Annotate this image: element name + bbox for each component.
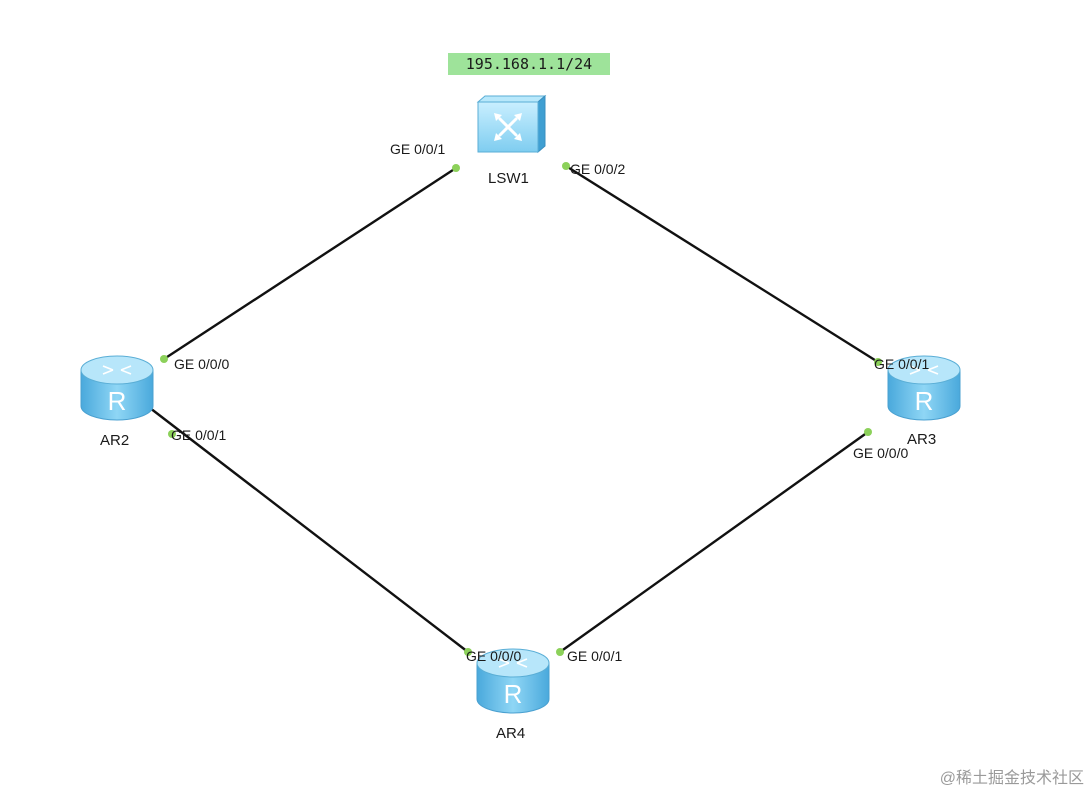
port-label-lsw1-ge002: GE 0/0/2	[570, 161, 626, 177]
link-ar3-ar4[interactable]	[559, 431, 869, 653]
router-icon[interactable]: R	[476, 648, 550, 714]
ip-address-label: 195.168.1.1/24	[448, 53, 610, 75]
router-icon[interactable]: R	[80, 355, 154, 421]
watermark: @稀土掘金技术社区	[939, 770, 1084, 787]
link-ar2-ar4[interactable]	[149, 407, 469, 653]
svg-text:R: R	[504, 679, 523, 709]
port-label-ar4-ge001: GE 0/0/1	[567, 648, 623, 664]
switch-icon[interactable]	[476, 94, 547, 154]
port-dot	[160, 355, 168, 363]
device-label-ar3: AR3	[907, 431, 937, 448]
port-dot	[464, 648, 472, 656]
port-label-ar3-ge000: GE 0/0/0	[853, 445, 909, 461]
link-lsw1-ar3[interactable]	[565, 164, 879, 364]
port-label-ar3-ge001: GE 0/0/1	[874, 356, 930, 372]
device-label-ar4: AR4	[496, 725, 526, 742]
device-label-ar2: AR2	[100, 432, 130, 449]
port-dot	[452, 164, 460, 172]
link-lsw1-ar2[interactable]	[163, 166, 457, 361]
port-dot	[864, 428, 872, 436]
svg-text:R: R	[108, 386, 127, 416]
svg-text:R: R	[915, 386, 934, 416]
port-label-ar2-ge001: GE 0/0/1	[171, 427, 227, 443]
port-label-ar4-ge000: GE 0/0/0	[466, 648, 522, 664]
port-dot	[874, 358, 882, 366]
router-icon[interactable]: R	[887, 355, 961, 421]
port-label-lsw1-ge001: GE 0/0/1	[390, 141, 446, 157]
port-dot	[562, 162, 570, 170]
port-label-ar2-ge000: GE 0/0/0	[174, 356, 230, 372]
device-label-lsw1: LSW1	[488, 170, 529, 187]
port-dot	[556, 648, 564, 656]
port-dot	[168, 430, 176, 438]
